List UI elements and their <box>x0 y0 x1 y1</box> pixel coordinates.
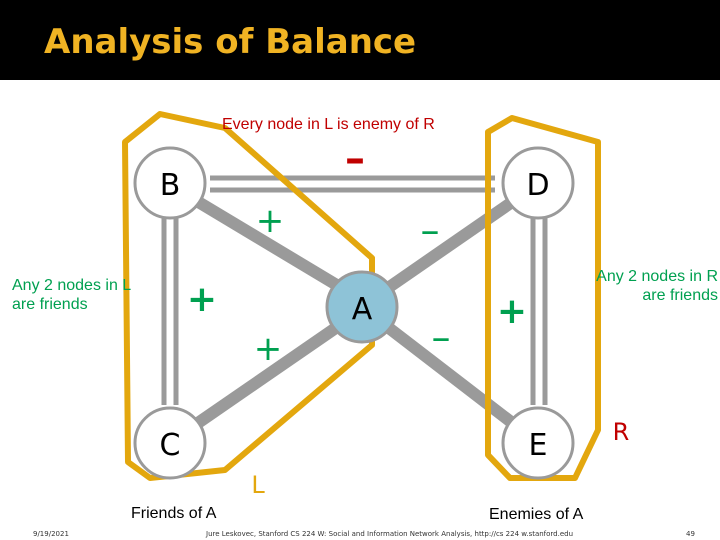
node-c: C <box>133 406 207 480</box>
friends-caption: Friends of A <box>131 505 217 522</box>
edge-b-d <box>210 175 495 193</box>
group-r-label: R <box>613 418 630 446</box>
node-b-label: B <box>160 168 181 203</box>
sign-b-c: + <box>187 279 217 320</box>
sign-a-d: – <box>421 208 440 252</box>
footer-date: 9/19/2021 <box>33 530 69 538</box>
edge-d-e <box>530 215 548 405</box>
footer-page-number: 49 <box>686 530 695 538</box>
node-a-label: A <box>352 292 373 327</box>
footer-credit: Jure Leskovec, Stanford CS 224 W: Social… <box>206 530 574 538</box>
sign-c-a: + <box>254 329 283 369</box>
group-l-outline <box>122 111 375 481</box>
edge-b-a <box>191 194 349 296</box>
sign-b-d: – <box>345 136 365 182</box>
sign-b-a: + <box>256 201 285 241</box>
sign-a-e: – <box>432 315 451 359</box>
node-a: A <box>325 270 399 344</box>
group-l-label: L <box>251 471 265 499</box>
node-d-label: D <box>526 168 549 203</box>
right-note: Any 2 nodes in R are friends <box>596 268 718 304</box>
node-d: D <box>501 146 575 220</box>
node-c-label: C <box>160 428 181 463</box>
sign-d-e: + <box>497 291 527 332</box>
node-e: E <box>501 406 575 480</box>
slide-title: Analysis of Balance <box>44 22 417 62</box>
left-note: Any 2 nodes in L are friends <box>12 277 131 313</box>
group-r-outline <box>485 115 601 481</box>
title-bar <box>0 0 720 80</box>
edge-b-c <box>161 215 179 405</box>
enemies-caption: Enemies of A <box>489 506 584 523</box>
edge-a-e <box>381 320 519 430</box>
edge-a-d <box>381 195 519 295</box>
top-note: Every node in L is enemy of R <box>222 116 435 133</box>
node-e-label: E <box>529 428 548 463</box>
node-b: B <box>133 146 207 220</box>
edge-c-a <box>191 320 344 430</box>
